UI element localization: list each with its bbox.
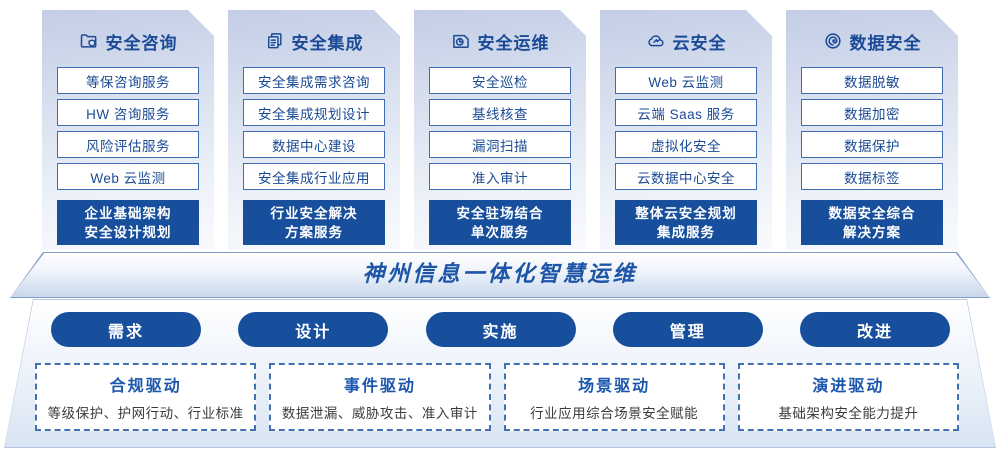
platform-banner: 神州信息一体化智慧运维 — [0, 252, 1000, 298]
card-security-consulting: 安全咨询 等保咨询服务 HW 咨询服务 风险评估服务 Web 云监测 企业基础架… — [42, 10, 214, 250]
fingerprint-icon — [823, 31, 843, 51]
highlight-box: 数据安全综合 解决方案 — [801, 200, 943, 245]
service-item: 数据保护 — [801, 131, 943, 158]
service-item: 安全集成需求咨询 — [243, 67, 385, 94]
process-pill-management: 管理 — [612, 312, 763, 347]
highlight-line: 行业安全解决 — [270, 205, 358, 221]
service-item: 安全集成规划设计 — [243, 99, 385, 126]
driver-title: 演进驱动 — [812, 378, 885, 395]
process-pill-design: 设计 — [238, 312, 389, 347]
process-pill-improvement: 改进 — [800, 312, 950, 347]
card-title-cloud-security: 云安全 — [615, 29, 757, 53]
service-item: 风险评估服务 — [57, 131, 199, 158]
process-pills-row: 需求 设计 实施 管理 改进 — [51, 312, 950, 347]
folder-gauge-icon — [451, 31, 471, 51]
service-item: 等保咨询服务 — [57, 67, 199, 94]
service-item: 数据中心建设 — [243, 131, 385, 158]
card-data-security: 数据安全 数据脱敏 数据加密 数据保护 数据标签 数据安全综合 解决方案 — [786, 10, 958, 250]
highlight-line: 数据安全综合 — [828, 205, 916, 221]
highlight-line: 安全设计规划 — [84, 224, 172, 240]
service-item: 虚拟化安全 — [615, 131, 757, 158]
service-item: 准入审计 — [429, 163, 571, 190]
card-security-operations: 安全运维 安全巡检 基线核查 漏洞扫描 准入审计 安全驻场结合 单次服务 — [414, 10, 586, 250]
driver-box-compliance: 合规驱动 等级保护、护网行动、行业标准 — [35, 363, 257, 431]
card-title-security-operations: 安全运维 — [429, 29, 571, 53]
highlight-line: 安全驻场结合 — [456, 205, 544, 221]
highlight-line: 方案服务 — [285, 224, 343, 240]
card-items: Web 云监测 云端 Saas 服务 虚拟化安全 云数据中心安全 — [615, 67, 757, 190]
cloud-icon — [646, 31, 666, 51]
card-title-text: 云安全 — [672, 33, 727, 53]
highlight-box: 安全驻场结合 单次服务 — [429, 200, 571, 245]
banner-background — [10, 253, 990, 297]
driver-desc: 等级保护、护网行动、行业标准 — [47, 406, 244, 421]
highlight-line: 集成服务 — [657, 224, 715, 240]
service-item: 云数据中心安全 — [615, 163, 757, 190]
highlight-box: 整体云安全规划 集成服务 — [615, 200, 757, 245]
driver-desc: 行业应用综合场景安全赋能 — [530, 406, 699, 421]
card-title-text: 安全集成 — [291, 33, 364, 53]
driver-title: 事件驱动 — [343, 378, 416, 395]
card-title-security-integration: 安全集成 — [243, 29, 385, 53]
card-items: 数据脱敏 数据加密 数据保护 数据标签 — [801, 67, 943, 190]
driver-title: 合规驱动 — [109, 378, 182, 395]
drivers-row: 合规驱动 等级保护、护网行动、行业标准 事件驱动 数据泄漏、威胁攻击、准入审计 … — [35, 363, 959, 431]
card-title-text: 安全运维 — [477, 33, 550, 53]
card-security-integration: 安全集成 安全集成需求咨询 安全集成规划设计 数据中心建设 安全集成行业应用 行… — [228, 10, 400, 250]
service-item: 云端 Saas 服务 — [615, 99, 757, 126]
driver-title: 场景驱动 — [578, 378, 651, 395]
highlight-box: 行业安全解决 方案服务 — [243, 200, 385, 245]
card-title-text: 数据安全 — [849, 33, 922, 53]
service-item: 数据标签 — [801, 163, 943, 190]
service-item: Web 云监测 — [615, 67, 757, 94]
card-title-data-security: 数据安全 — [801, 29, 943, 53]
driver-box-incident: 事件驱动 数据泄漏、威胁攻击、准入审计 — [269, 363, 491, 431]
service-item: HW 咨询服务 — [57, 99, 199, 126]
card-cloud-security: 云安全 Web 云监测 云端 Saas 服务 虚拟化安全 云数据中心安全 整体云… — [600, 10, 772, 250]
driver-desc: 基础架构安全能力提升 — [778, 406, 919, 421]
driver-box-scenario: 场景驱动 行业应用综合场景安全赋能 — [503, 363, 725, 431]
card-title-text: 安全咨询 — [105, 33, 178, 53]
card-title-security-consulting: 安全咨询 — [57, 29, 199, 53]
service-item: 基线核查 — [429, 99, 571, 126]
driver-desc: 数据泄漏、威胁攻击、准入审计 — [281, 406, 478, 421]
driver-box-evolution: 演进驱动 基础架构安全能力提升 — [737, 363, 959, 431]
service-item: 安全巡检 — [429, 67, 571, 94]
folder-shield-icon — [79, 31, 99, 51]
process-pill-requirement: 需求 — [51, 312, 201, 347]
highlight-line: 企业基础架构 — [84, 205, 172, 221]
card-items: 安全集成需求咨询 安全集成规划设计 数据中心建设 安全集成行业应用 — [243, 67, 385, 190]
service-cards-row: 安全咨询 等保咨询服务 HW 咨询服务 风险评估服务 Web 云监测 企业基础架… — [42, 10, 958, 250]
highlight-line: 整体云安全规划 — [635, 205, 737, 221]
service-item: 漏洞扫描 — [429, 131, 571, 158]
highlight-line: 单次服务 — [471, 224, 529, 240]
card-items: 安全巡检 基线核查 漏洞扫描 准入审计 — [429, 67, 571, 190]
service-item: 数据脱敏 — [801, 67, 943, 94]
process-pill-implementation: 实施 — [425, 312, 576, 347]
documents-icon — [265, 31, 285, 51]
service-item: 安全集成行业应用 — [243, 163, 385, 190]
highlight-line: 解决方案 — [843, 224, 901, 240]
card-items: 等保咨询服务 HW 咨询服务 风险评估服务 Web 云监测 — [57, 67, 199, 190]
service-item: 数据加密 — [801, 99, 943, 126]
banner-title: 神州信息一体化智慧运维 — [362, 261, 638, 286]
highlight-box: 企业基础架构 安全设计规划 — [57, 200, 199, 245]
service-item: Web 云监测 — [57, 163, 199, 190]
